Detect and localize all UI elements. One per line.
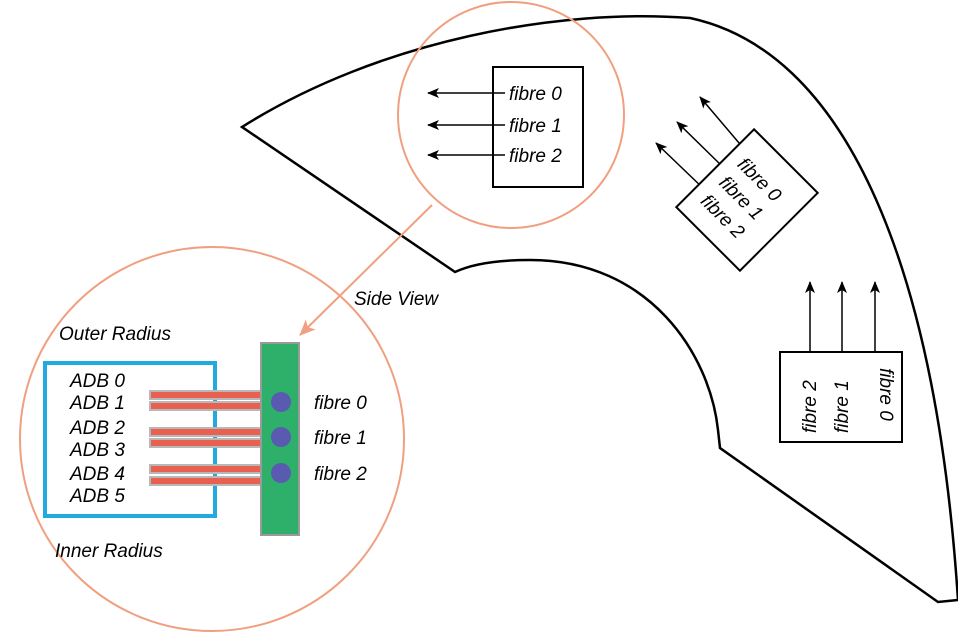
rotated-fibre-box: fibre 0 fibre 1 fibre 2: [655, 96, 820, 273]
adb-label-0: ADB 0: [69, 371, 125, 392]
adb-label-1: ADB 1: [69, 393, 125, 414]
ribbon-cable: [149, 390, 263, 400]
fibre-connector-0: [271, 392, 291, 412]
fibre-connector-2: [271, 463, 291, 483]
adb-label-2: ADB 2: [69, 418, 125, 439]
side-view: Outer Radius Inner Radius ADB 0 ADB 1 AD…: [43, 324, 367, 562]
vertical-fibre-label-1: fibre 1: [832, 380, 853, 433]
vertical-fibre-box: fibre 2 fibre 1 fibre 0: [779, 281, 903, 443]
ribbon-cable: [149, 427, 263, 437]
ribbon-cables: [149, 390, 263, 486]
outer-radius-label: Outer Radius: [59, 324, 171, 345]
zoom-circle-small: [397, 1, 625, 229]
side-fibre-label-1: fibre 1: [314, 428, 367, 449]
adb-label-4: ADB 4: [69, 464, 125, 485]
vertical-fibre-label-2: fibre 2: [800, 380, 821, 433]
inner-radius-label: Inner Radius: [55, 541, 163, 562]
vertical-fibre-box-frame: [779, 351, 903, 443]
side-fibre-label-0: fibre 0: [314, 393, 367, 414]
adb-label-3: ADB 3: [69, 440, 125, 461]
vertical-fibre-label-0: fibre 0: [875, 368, 896, 421]
detector-sector-outline: [239, 15, 958, 604]
fibre-connector-1: [271, 427, 291, 447]
zoom-arrow: [299, 204, 433, 336]
top-fibre-box: fibre 0 fibre 1 fibre 2: [427, 66, 584, 188]
side-fibre-label-2: fibre 2: [314, 464, 367, 485]
ribbon-cable: [149, 464, 263, 474]
top-fibre-label-0: fibre 0: [509, 84, 562, 105]
top-fibre-label-1: fibre 1: [509, 116, 562, 137]
adb-label-5: ADB 5: [69, 486, 125, 507]
rotated-fibre-arrow-1: [676, 121, 725, 169]
zoom-circle-large: [19, 246, 405, 632]
side-view-caption: Side View: [354, 289, 439, 310]
ribbon-cable: [149, 476, 263, 486]
top-fibre-label-2: fibre 2: [509, 146, 562, 167]
ribbon-cable: [149, 438, 263, 448]
ribbon-cable: [149, 401, 263, 411]
top-fibre-box-frame: [492, 66, 584, 188]
rotated-fibre-arrow-2: [655, 142, 706, 191]
rotated-fibre-arrow-0: [699, 96, 746, 151]
rotated-fibre-box-frame: [674, 127, 820, 273]
